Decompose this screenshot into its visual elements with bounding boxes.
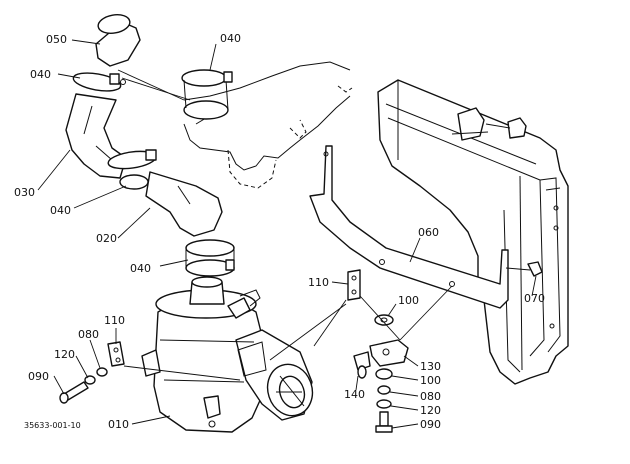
bolt-090-lower: [375, 411, 393, 433]
callout-bolt-090-left: 090: [28, 370, 49, 383]
bracket-110-mid: [347, 269, 361, 301]
callout-hose-030: 030: [14, 186, 35, 199]
callout-bolt-090-lower: 090: [420, 418, 441, 431]
washer-120-left: [84, 375, 96, 385]
bolt-090-left: [59, 381, 89, 404]
drawing-code: 35633-001-10: [24, 421, 81, 430]
callout-stay-060: 060: [418, 226, 439, 239]
bolt-070: [505, 261, 543, 277]
callout-hose-050: 050: [46, 33, 67, 46]
callout-washer-100-upper: 100: [398, 294, 419, 307]
callout-washer-100-lower: 100: [420, 374, 441, 387]
callout-clamp-040-top-left: 040: [30, 68, 51, 81]
callout-washer-080-left: 080: [78, 328, 99, 341]
callout-plate-130: 130: [420, 360, 441, 373]
hose-050: [95, 14, 141, 67]
callout-clamp-040-mid: 040: [50, 204, 71, 217]
leader-lines: [37, 39, 537, 429]
engine-manifold: [183, 61, 353, 189]
callout-washer-120-right: 120: [420, 404, 441, 417]
plate-130: [369, 339, 409, 367]
bracket-110-left: [107, 341, 125, 367]
callout-washer-120-left: 120: [54, 348, 75, 361]
clamp-040-bottom: [185, 239, 235, 277]
callout-bolt-070: 070: [524, 292, 545, 305]
radiator: [377, 79, 569, 385]
washer-100-upper: [374, 314, 394, 326]
callouts: 050 040 040 030 040 020 040 010 060 070 …: [14, 32, 545, 431]
washer-120-right: [376, 399, 392, 409]
callout-air-cleaner-010: 010: [108, 418, 129, 431]
hose-020: [145, 171, 223, 237]
callout-clamp-040-top-right: 040: [220, 32, 241, 45]
clamp-040-mid: [107, 149, 157, 190]
washer-100-lower: [375, 368, 393, 380]
knob-140: [353, 351, 371, 379]
clamp-040-top-left: [72, 72, 126, 92]
callout-bracket-110-mid: 110: [308, 276, 329, 289]
washer-080-right: [377, 385, 391, 395]
callout-bracket-110-left: 110: [104, 314, 125, 327]
callout-washer-080-right: 080: [420, 390, 441, 403]
washer-080-left: [96, 367, 108, 377]
hose-030: [65, 93, 127, 179]
clamp-040-top-right: [181, 69, 233, 120]
callout-hose-020: 020: [96, 232, 117, 245]
air-cleaner-010: [141, 276, 314, 433]
callout-knob-140: 140: [344, 388, 365, 401]
callout-clamp-040-bottom: 040: [130, 262, 151, 275]
stay-060: [309, 145, 509, 309]
